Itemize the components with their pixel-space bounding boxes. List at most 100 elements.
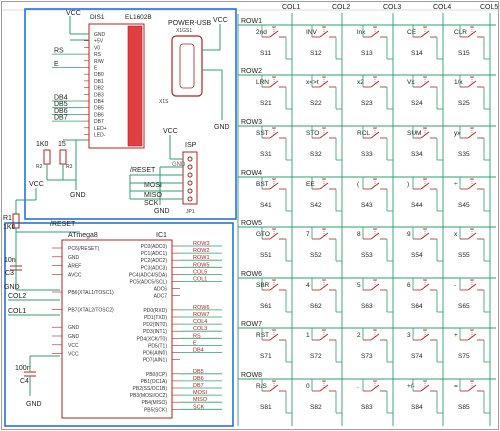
mcu-net-mosi: MOSI [193,390,208,396]
mcu-net-rs: RS [193,333,201,339]
key-label: x2 [357,79,364,86]
switch-ref: S41 [260,202,272,209]
isp-ref: JP1 [186,209,195,215]
switch-ref: S81 [260,404,272,411]
isp-net-miso: MISO [144,192,162,199]
isp-gnd-pin: GND [172,162,186,168]
switch-ref: S33 [361,151,373,158]
mcu-right-pin-label: PB3(MOSI/OC2) [130,393,168,399]
switch-ref: S74 [411,353,423,360]
lcd-pin-label: DB4 [94,99,104,105]
matrix-col-label: COL5 [480,4,498,11]
matrix-row-label: ROW7 [241,321,262,328]
mcu-left-pin-label: AVCC [68,272,82,278]
key-label: ( [357,181,360,188]
switch-ref: S51 [260,252,272,259]
key-label: x [454,231,458,238]
mcu-net-miso: MISO [193,397,208,403]
mcu-right-pin-label: PC0(ADC0) [141,244,168,250]
mcu-right-pin-label: PD1(TXD) [144,315,167,321]
lcd-ref: DIS1 [90,14,105,21]
mcu-right-pin-label: PD2(INT0) [143,322,167,328]
usb-connector: POWER-USB X1GS1 X1S VCC GND [159,17,230,131]
mcu-left-pin-label: VCC [68,343,79,349]
reset-circuit: VCC R1 1K0 /RESET 10n C3 GND COL2 COL1 1… [3,181,80,408]
matrix-col-label: COL1 [282,4,300,11]
switch-ref: S14 [411,50,423,57]
c4-value: 100n [15,365,31,372]
lcd-pin-label: DB6 [94,112,104,118]
lcd-pin-label: DB2 [94,86,104,92]
key-label: 1 [306,332,310,339]
lcd-pin-label: DB1 [94,79,104,85]
lcd-vcc-label: VCC [66,10,81,17]
mcu-right-pin-label: PB5(SCK) [144,407,167,413]
mcu-left-pin-label: PB7(XTAL2/TOSC2) [68,308,114,314]
key-label: x<>t [306,79,319,86]
r3-value: 15 [58,141,66,148]
mcu-right-pin-label: PD0(RXD) [143,308,167,314]
lcd-pin-label: DB0 [94,72,104,78]
key-label: SUM [407,130,421,137]
mcu-right-pin-label: PC5(ADC5/SCL) [129,280,167,286]
switch-ref: S52 [310,252,322,259]
lcd-pin-label: LED+ [94,126,107,132]
switch-ref: S22 [310,100,322,107]
usb-vcc: VCC [213,17,228,24]
usb-ref2: X1S [159,99,169,105]
mcu-net-row6: ROW6 [193,305,210,311]
mcu-right-pin-label: PD6(AIN0) [143,351,168,357]
resistor-network: 1K0 15 R2 R3 GND [36,139,89,199]
lcd-pin-label: +5V [94,39,104,45]
key-label: 3 [407,332,411,339]
switch-ref: S84 [411,404,423,411]
mcu-net-db7: DB7 [193,383,204,389]
lcd-pin-label: LED- [94,133,106,139]
mcu-right-pin-label: PC2(ADC2) [141,258,168,264]
switch-ref: S43 [361,202,373,209]
key-label: STO [306,130,319,137]
mcu-net-row2: ROW2 [193,248,210,254]
reset-net: /RESET [50,221,76,228]
lcd-part: EL1602B [125,14,152,21]
lcd-pin-label: RS [94,52,102,58]
mcu-net-col1: COL1 [193,277,207,283]
key-label: GTO [256,231,270,238]
mcu-right-pin-label: PC3(ADC3) [141,265,168,271]
usb-title: POWER-USB [168,20,212,27]
key-label: - [454,282,456,289]
usb-ref: X1GS1 [176,28,192,34]
mcu-net-e: E [193,340,197,346]
isp-header: ISP JP1 VCC GND GND /RESET MOSI MISO SCK [129,128,198,215]
mcu-right-pin-label: ADC6 [154,287,168,293]
mcu-part: ATmega8 [68,232,98,239]
r3-ref: R3 [66,164,73,170]
r2-ref: R2 [36,164,43,170]
mcu-ref: IC1 [156,232,167,239]
mcu-net-db4: DB4 [193,348,204,354]
mcu-left-pin-label: AREF [68,264,81,270]
lcd-pin-label: DB7 [94,119,104,125]
key-label: 6 [407,282,411,289]
switch-ref: S45 [458,202,470,209]
mcu-net-col4: COL4 [193,319,207,325]
switch-ref: S63 [361,303,373,310]
switch-ref: S32 [310,151,322,158]
lcd-net-db7: DB7 [54,115,68,122]
switch-ref: S24 [411,100,423,107]
matrix-row-label: ROW4 [241,170,262,177]
key-label: CLR [454,29,467,36]
switch-ref: S71 [260,353,272,360]
switch-ref: S12 [310,50,322,57]
lcd-net-db6: DB6 [54,108,68,115]
lcd-pin-label: DB5 [94,106,104,112]
mcu-right-pin-label: ADC7 [154,294,168,300]
r1-value: 1K0 [3,224,16,231]
col2-net-left: COL2 [8,293,26,300]
lcd-net-rs: RS [54,48,64,55]
matrix-col-label: COL3 [383,4,401,11]
mcu-net-row3: ROW3 [193,241,210,247]
isp-net-sck: SCK [144,200,159,207]
